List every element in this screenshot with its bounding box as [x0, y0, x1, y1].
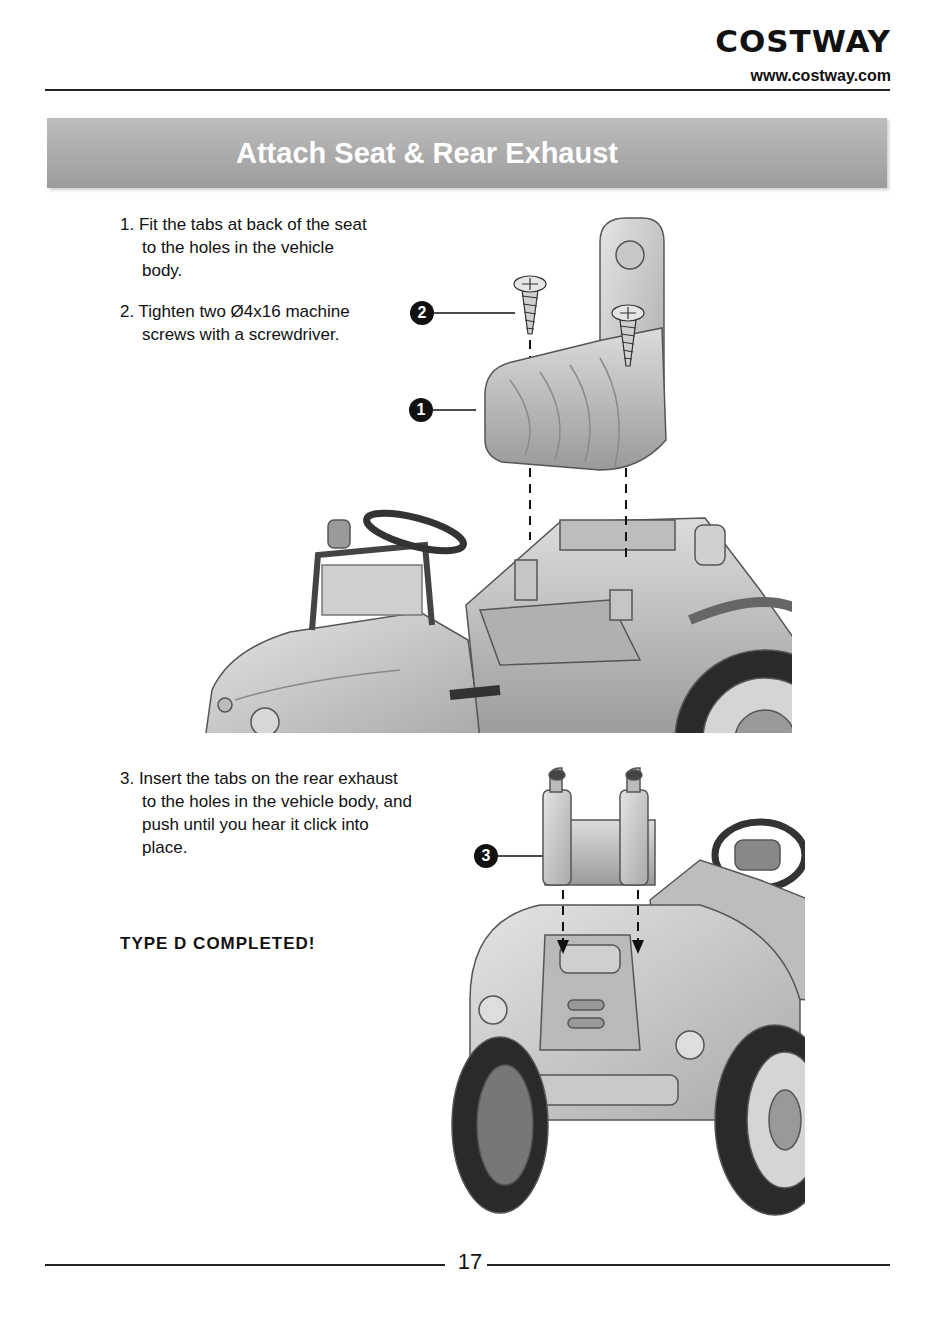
tractor-front: [251, 708, 279, 733]
seat: [616, 241, 644, 269]
leader-line: [434, 312, 515, 314]
tractor-front: [312, 545, 432, 630]
screw: [620, 320, 636, 366]
step-text: 2. Tighten two Ø4x16 machine screws with…: [120, 300, 375, 346]
arrowhead: [557, 940, 644, 954]
tractor-front: [515, 560, 537, 600]
screw: [522, 296, 538, 329]
tractor-front: [610, 590, 632, 620]
step-text: 3. Insert the tabs on the rear exhaust t…: [120, 767, 415, 859]
callout-number: 2: [410, 301, 434, 325]
tractor-rear: [568, 1000, 604, 1010]
completion-note: TYPE D COMPLETED!: [120, 932, 316, 955]
tractor-front: [205, 506, 792, 733]
tractor-front: [218, 698, 232, 712]
screw: [514, 276, 644, 366]
tractor-rear: [479, 996, 507, 1024]
tractor-rear: [540, 935, 640, 1050]
callout-number: 1: [409, 398, 433, 422]
rear-exhaust: [626, 770, 642, 780]
tractor-rear: [477, 1065, 533, 1185]
tractor-front: [695, 525, 725, 565]
callout-number: 3: [474, 844, 498, 868]
rear-exhaust: [620, 790, 648, 885]
rule-lines: [45, 90, 890, 1265]
rear-exhaust: [549, 770, 565, 780]
tractor-rear: [676, 1031, 704, 1059]
seat: [485, 218, 666, 470]
callout-label: 2: [418, 304, 427, 322]
website-url: www.costway.com: [751, 64, 891, 87]
dashed-guide: [637, 890, 639, 945]
rule-lines: [45, 1264, 445, 1266]
seat: [485, 328, 666, 470]
tractor-rear: [747, 1052, 805, 1188]
rear-exhaust: [543, 768, 655, 885]
tractor-front: [675, 650, 792, 733]
tractor-front: [322, 565, 422, 615]
tractor-front: [363, 506, 467, 559]
leader-line: [433, 409, 476, 411]
screw: [612, 305, 644, 321]
arrowhead: [557, 940, 569, 954]
page-title: Attach Seat & Rear Exhaust: [236, 137, 698, 170]
screw: [620, 307, 636, 319]
rear-exhaust: [543, 790, 571, 885]
dashed-guide: [563, 890, 638, 945]
title-band: Attach Seat & Rear Exhaust: [47, 118, 887, 188]
tractor-front: [703, 678, 792, 733]
tractor-rear: [769, 1090, 801, 1150]
dashed-guide: [562, 890, 564, 945]
screw: [620, 326, 636, 359]
tractor-front: [328, 520, 350, 548]
tractor-rear: [715, 1025, 805, 1215]
page-number: 17: [454, 1250, 486, 1273]
brand-logo: COSTWAY: [715, 30, 891, 53]
tractor-rear: [452, 1037, 548, 1213]
callout-label: 3: [482, 847, 491, 865]
tractor-rear: [528, 1075, 678, 1105]
tractor-front: [735, 710, 792, 733]
tractor-front: [560, 520, 675, 550]
screw: [522, 278, 538, 290]
tractor-rear: [735, 840, 780, 870]
arrowhead: [632, 940, 644, 954]
tractor-front: [690, 602, 792, 620]
seat: [510, 358, 619, 466]
screw: [514, 276, 546, 292]
tractor-front: [235, 670, 400, 700]
rule-lines: [45, 89, 890, 91]
step-text: 1. Fit the tabs at back of the seat to t…: [120, 213, 375, 282]
tractor-front: [450, 690, 500, 695]
callout-label: 1: [417, 401, 426, 419]
screw: [522, 290, 538, 334]
rule-lines: [487, 1264, 890, 1266]
leader-line: [498, 855, 545, 857]
tractor-rear: [568, 1018, 604, 1028]
tractor-front: [205, 612, 482, 733]
tractor-rear: [560, 945, 620, 973]
